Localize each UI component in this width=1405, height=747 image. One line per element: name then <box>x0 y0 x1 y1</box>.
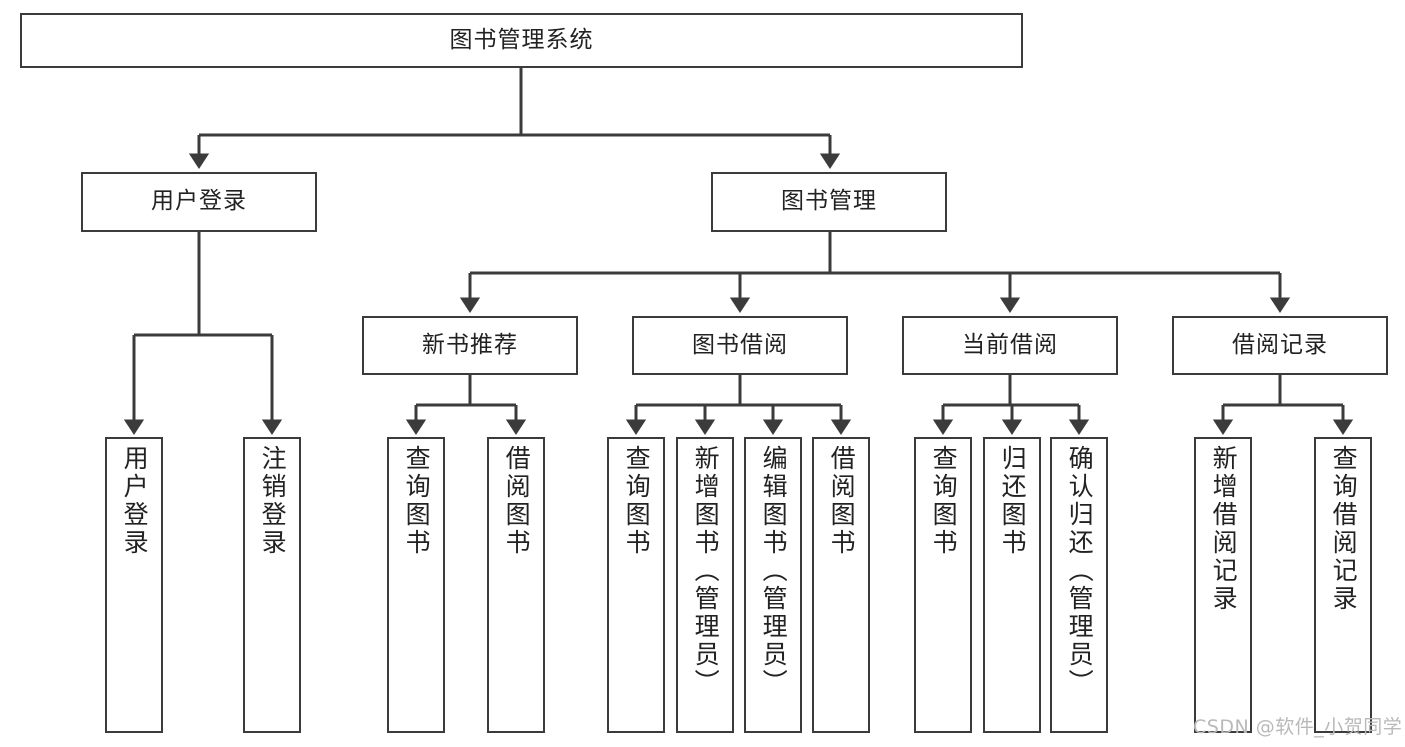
node-borrow-records[interactable]: 借阅记录 <box>1172 316 1388 375</box>
node-current-borrow-label: 当前借阅 <box>962 331 1058 358</box>
node-leaf-borrow-book-b[interactable]: 借阅图书 <box>812 437 870 733</box>
node-leaf-label: 借阅图书 <box>502 445 532 557</box>
node-leaf-label: 查询借阅记录 <box>1329 445 1359 613</box>
node-leaf-logout[interactable]: 注销登录 <box>243 437 301 733</box>
node-leaf-label: 查询图书 <box>929 445 959 557</box>
node-root-label: 图书管理系统 <box>449 26 594 53</box>
node-leaf-query-book-a[interactable]: 查询图书 <box>387 437 445 733</box>
node-leaf-label: 借阅图书 <box>827 445 857 557</box>
node-leaf-edit-book-admin[interactable]: 编辑图书（管理员） <box>744 437 802 733</box>
node-new-book-recommend[interactable]: 新书推荐 <box>362 316 578 375</box>
node-leaf-query-book-c[interactable]: 查询图书 <box>914 437 972 733</box>
node-leaf-borrow-book-a[interactable]: 借阅图书 <box>487 437 545 733</box>
node-leaf-label: 注销登录 <box>258 445 288 557</box>
node-book-management-label: 图书管理 <box>781 188 877 215</box>
node-user-login-label: 用户登录 <box>151 188 247 215</box>
node-book-borrow[interactable]: 图书借阅 <box>632 316 848 375</box>
node-leaf-label: 新增借阅记录 <box>1209 445 1239 613</box>
node-leaf-label: 归还图书 <box>998 445 1028 557</box>
node-leaf-add-borrow-record[interactable]: 新增借阅记录 <box>1194 437 1252 733</box>
node-leaf-query-book-b[interactable]: 查询图书 <box>607 437 665 733</box>
watermark-text: CSDN @软件_小贺同学 <box>1193 716 1403 738</box>
node-leaf-label: 查询图书 <box>622 445 652 557</box>
node-leaf-label: 编辑图书（管理员） <box>759 445 789 697</box>
node-user-login[interactable]: 用户登录 <box>81 172 317 232</box>
node-leaf-label: 新增图书（管理员） <box>691 445 721 697</box>
node-leaf-confirm-return-admin[interactable]: 确认归还（管理员） <box>1050 437 1108 733</box>
node-leaf-label: 用户登录 <box>120 445 150 557</box>
node-leaf-label: 确认归还（管理员） <box>1065 445 1095 697</box>
node-leaf-user-login[interactable]: 用户登录 <box>105 437 163 733</box>
node-borrow-records-label: 借阅记录 <box>1232 331 1328 358</box>
node-leaf-add-book-admin[interactable]: 新增图书（管理员） <box>676 437 734 733</box>
node-leaf-return-book[interactable]: 归还图书 <box>983 437 1041 733</box>
node-root-system[interactable]: 图书管理系统 <box>20 13 1023 68</box>
node-leaf-label: 查询图书 <box>402 445 432 557</box>
node-new-book-recommend-label: 新书推荐 <box>422 331 518 358</box>
node-book-management[interactable]: 图书管理 <box>711 172 947 232</box>
node-book-borrow-label: 图书借阅 <box>692 331 788 358</box>
node-leaf-query-borrow-record[interactable]: 查询借阅记录 <box>1314 437 1372 733</box>
node-current-borrow[interactable]: 当前借阅 <box>902 316 1118 375</box>
